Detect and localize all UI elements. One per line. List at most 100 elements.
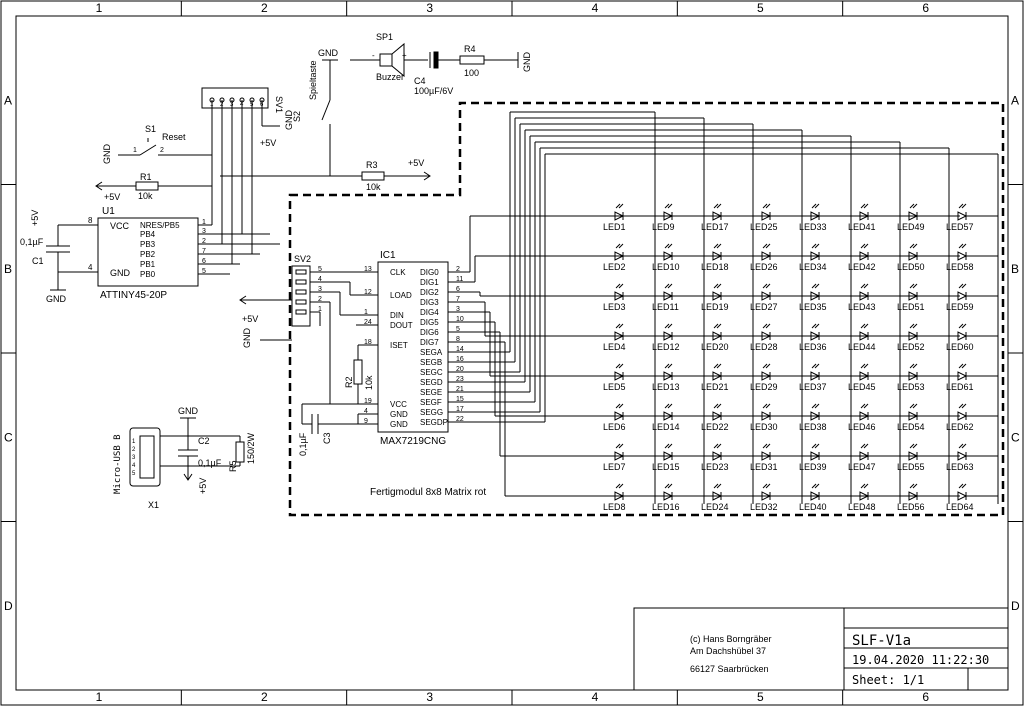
ic1-pin-num: 24 bbox=[364, 319, 372, 326]
led: LED14 bbox=[652, 403, 704, 432]
led-label: LED14 bbox=[652, 422, 680, 432]
led-label: LED3 bbox=[603, 302, 626, 312]
u1-pinnum-8: 8 bbox=[88, 216, 93, 225]
frame-col-top: 6 bbox=[922, 1, 929, 15]
sv2-pin bbox=[295, 269, 307, 275]
usb-pin-num: 2 bbox=[132, 447, 136, 453]
ic1-pin-name: LOAD bbox=[390, 291, 412, 300]
led: LED21 bbox=[701, 363, 753, 392]
led-label: LED38 bbox=[799, 422, 827, 432]
sv1-pin-num: 3 bbox=[230, 102, 234, 108]
ic1-pin-name: DIG3 bbox=[420, 298, 439, 307]
ic1-pin-num: 12 bbox=[364, 289, 372, 296]
led-label: LED58 bbox=[946, 262, 974, 272]
led: LED45 bbox=[848, 363, 900, 392]
r1-resistor-net bbox=[95, 100, 213, 225]
ic1-pin-num: 5 bbox=[456, 326, 460, 333]
frame-row-left: B bbox=[4, 262, 12, 276]
ic1-pin-name: DOUT bbox=[390, 321, 413, 330]
frame-col-top: 4 bbox=[592, 1, 599, 15]
led: LED23 bbox=[701, 443, 753, 472]
led-label: LED42 bbox=[848, 262, 876, 272]
ic1-pin-name: DIN bbox=[390, 311, 404, 320]
led-label: LED1 bbox=[603, 222, 626, 232]
led: LED4 bbox=[603, 323, 655, 352]
led: LED62 bbox=[946, 403, 998, 432]
led-label: LED41 bbox=[848, 222, 876, 232]
led-label: LED63 bbox=[946, 462, 974, 472]
sv1-pin-num: 1 bbox=[210, 102, 214, 108]
s1-pin2: 2 bbox=[160, 147, 164, 154]
led: LED11 bbox=[652, 283, 704, 312]
u1-value: ATTINY45-20P bbox=[100, 290, 167, 301]
led: LED1 bbox=[603, 203, 655, 232]
ic1-pin-num: 11 bbox=[456, 276, 463, 283]
s2-ref: S2 bbox=[292, 111, 302, 122]
sv2-pin-num: 2 bbox=[318, 296, 322, 303]
u1-attiny45 bbox=[58, 217, 280, 287]
sv1-pin-num: 2 bbox=[220, 102, 224, 108]
s1-pin1: 1 bbox=[133, 147, 137, 154]
frame-row-left: A bbox=[4, 93, 12, 107]
sv1-pin bbox=[229, 97, 235, 103]
frame-row-right: B bbox=[1011, 262, 1019, 276]
led: LED38 bbox=[799, 403, 851, 432]
led-label: LED59 bbox=[946, 302, 974, 312]
led-label: LED64 bbox=[946, 502, 974, 512]
led: LED12 bbox=[652, 323, 704, 352]
led-label: LED24 bbox=[701, 502, 729, 512]
ic1-pin-num: 16 bbox=[456, 356, 464, 363]
sv1-pin bbox=[219, 97, 225, 103]
frame-row-left: C bbox=[4, 430, 13, 444]
s2-value: Spieltaste bbox=[308, 60, 318, 100]
u1-pinnum-4: 4 bbox=[88, 263, 93, 272]
led-label: LED34 bbox=[799, 262, 827, 272]
led: LED54 bbox=[897, 403, 949, 432]
r4-value: 100 bbox=[464, 68, 479, 78]
led-label: LED12 bbox=[652, 342, 680, 352]
led: LED10 bbox=[652, 243, 704, 272]
frame-col-bottom: 4 bbox=[592, 690, 599, 704]
led-label: LED13 bbox=[652, 382, 680, 392]
c3-ref: C3 bbox=[322, 432, 332, 444]
u1-pin-num: 5 bbox=[202, 268, 206, 275]
led-label: LED19 bbox=[701, 302, 729, 312]
title-block bbox=[633, 607, 1009, 691]
led: LED27 bbox=[750, 283, 802, 312]
led-label: LED31 bbox=[750, 462, 778, 472]
sv2-gnd: GND bbox=[242, 328, 252, 349]
ic1-pin-name: DIG1 bbox=[420, 278, 439, 287]
ic1-pin-num: 2 bbox=[456, 266, 460, 273]
sv2-pin bbox=[295, 309, 307, 315]
sv2-header bbox=[239, 265, 378, 405]
ic1-pin-name: VCC bbox=[390, 400, 407, 409]
led-label: LED16 bbox=[652, 502, 680, 512]
led: LED40 bbox=[799, 483, 851, 512]
led-label: LED22 bbox=[701, 422, 729, 432]
frame-row-right: D bbox=[1011, 599, 1020, 613]
ic1-pin-num: 20 bbox=[456, 366, 464, 373]
led-label: LED27 bbox=[750, 302, 778, 312]
led-label: LED37 bbox=[799, 382, 827, 392]
led-label: LED48 bbox=[848, 502, 876, 512]
usb-pin-num: 3 bbox=[132, 455, 136, 461]
frame-row-right: C bbox=[1011, 430, 1020, 444]
led: LED25 bbox=[750, 203, 802, 232]
frame-col-top: 5 bbox=[757, 1, 764, 15]
led: LED44 bbox=[848, 323, 900, 352]
ic1-pin-name: ISET bbox=[390, 341, 408, 350]
led: LED53 bbox=[897, 363, 949, 392]
led-label: LED8 bbox=[603, 502, 626, 512]
ic1-max7219 bbox=[301, 261, 449, 434]
usb-gnd: GND bbox=[178, 406, 199, 416]
sv2-pin bbox=[295, 289, 307, 295]
led: LED30 bbox=[750, 403, 802, 432]
sv1-pin-num: 6 bbox=[260, 102, 264, 108]
ic1-pin-num: 8 bbox=[456, 336, 460, 343]
ic1-pin-num: 1 bbox=[364, 309, 368, 316]
